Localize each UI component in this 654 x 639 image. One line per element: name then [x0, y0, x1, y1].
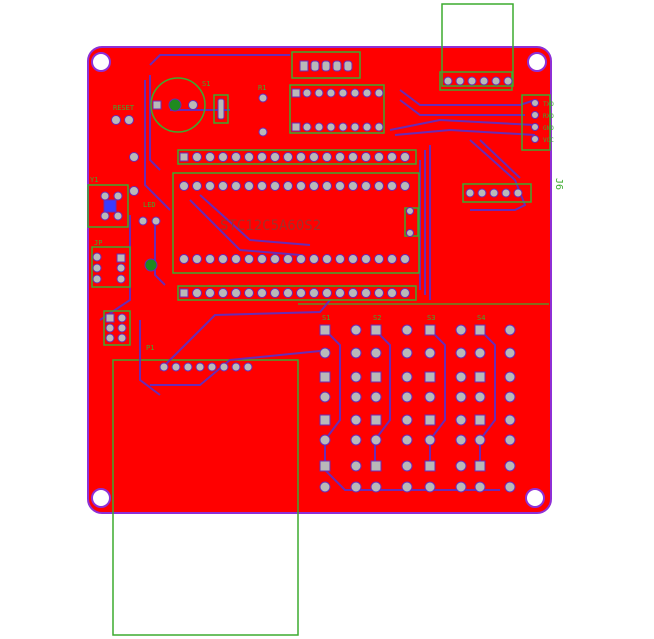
header-pin-gnd: GND	[543, 125, 554, 132]
mounting-hole	[91, 488, 111, 508]
side-label: J6	[553, 178, 564, 190]
mounting-hole	[527, 52, 547, 72]
reset-label: RESET	[113, 104, 135, 112]
buzzer-outline	[150, 77, 206, 133]
chip-pin-row-bottom	[179, 254, 410, 264]
mounting-holes	[91, 52, 547, 508]
header-pin-vcc: VCC	[543, 137, 554, 144]
header-row-bottom	[179, 288, 410, 298]
header-pin-txd: TXD	[543, 101, 554, 108]
display-module-outline	[112, 359, 299, 636]
led-green	[168, 98, 182, 112]
mounting-hole	[91, 52, 111, 72]
silkscreen	[87, 51, 551, 346]
mounting-hole	[525, 488, 545, 508]
p1-label: P1	[146, 344, 154, 352]
chip-label: STC12C5A60S2	[220, 218, 321, 234]
s1-label: S1	[322, 314, 330, 322]
usb-connector-outline	[441, 3, 514, 87]
chip-pin-row-top	[179, 181, 410, 191]
switch-knob	[103, 199, 117, 213]
switch-label: S1	[202, 80, 210, 88]
led-small	[144, 258, 158, 272]
s2-label: S2	[373, 314, 381, 322]
key-matrix	[319, 324, 516, 493]
traces	[99, 54, 536, 491]
s4-label: S4	[477, 314, 485, 322]
header-row-top	[179, 152, 410, 162]
resistor-label: R1	[258, 84, 266, 92]
header-pin-rxd: RXD	[543, 113, 554, 120]
s3-label: S3	[427, 314, 435, 322]
led-label: LED	[143, 201, 156, 209]
chip-outline	[172, 172, 420, 274]
jp-label: JP	[94, 239, 102, 247]
crystal-label: Y1	[90, 176, 98, 184]
chip-pads	[179, 152, 410, 298]
